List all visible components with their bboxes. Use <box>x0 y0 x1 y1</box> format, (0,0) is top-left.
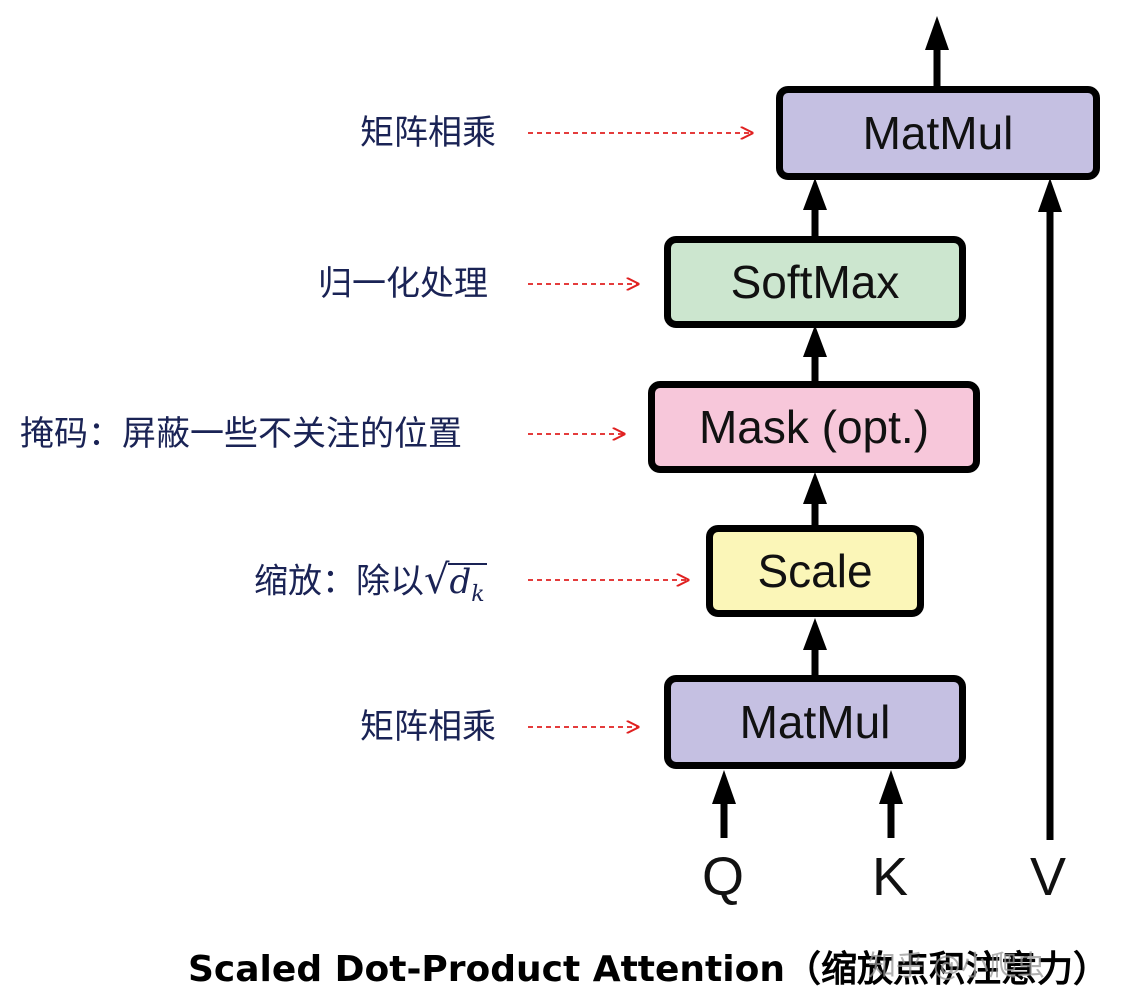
input-q: Q <box>702 847 745 907</box>
matmul-top-block: MatMul <box>776 86 1100 180</box>
mask-block: Mask (opt.) <box>648 381 980 473</box>
matmul-top-label: MatMul <box>862 107 1014 159</box>
annotation-pointers <box>528 133 752 727</box>
output-arrow-head <box>925 16 949 50</box>
matmul-bottom-label: MatMul <box>739 696 891 748</box>
annotation-scale-text: 缩放：除以 <box>254 561 424 602</box>
annotation-scale: 缩放：除以√dk <box>254 560 487 606</box>
watermark: 知乎 @小爬虫 <box>868 949 1045 982</box>
annotation-softmax: 归一化处理 <box>318 264 488 304</box>
diagram-caption: Scaled Dot-Product Attention（缩放点积注意力） <box>188 949 1109 990</box>
flow-arrows <box>712 16 1062 840</box>
sqrt-formula: √dk <box>424 560 487 606</box>
annotation-matmul-bottom: 矩阵相乘 <box>360 707 496 747</box>
formula-d: d <box>449 562 472 602</box>
annotation-matmul-top: 矩阵相乘 <box>360 113 496 153</box>
softmax-block: SoftMax <box>664 236 966 328</box>
annotation-mask: 掩码：屏蔽一些不关注的位置 <box>20 414 462 454</box>
scale-block: Scale <box>706 525 924 617</box>
input-v: V <box>1030 847 1067 907</box>
input-k: K <box>872 847 909 907</box>
formula-k: k <box>471 581 485 607</box>
matmul-bottom-block: MatMul <box>664 675 966 769</box>
sqrt-sign: √ <box>424 557 450 603</box>
mask-label: Mask (opt.) <box>698 401 930 453</box>
scale-label: Scale <box>757 545 873 597</box>
softmax-label: SoftMax <box>730 256 900 308</box>
